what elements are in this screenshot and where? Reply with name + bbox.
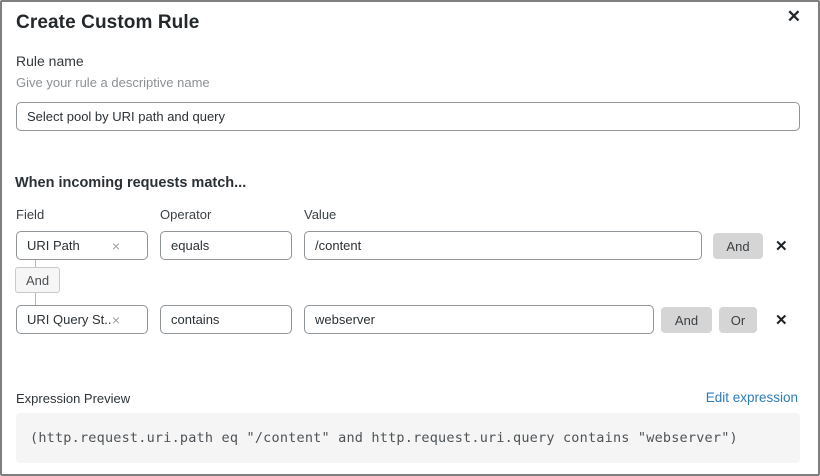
rule-name-label: Rule name xyxy=(16,53,84,69)
expression-preview-box: (http.request.uri.path eq "/content" and… xyxy=(16,413,800,463)
value-column-label: Value xyxy=(304,207,337,222)
delete-row-icon[interactable]: ✕ xyxy=(775,238,788,255)
rule-name-helper-text: Give your rule a descriptive name xyxy=(16,75,210,90)
field-column-label: Field xyxy=(16,207,45,222)
field-select-row2[interactable]: URI Query St... × xyxy=(16,305,148,334)
delete-row-icon[interactable]: ✕ xyxy=(775,312,788,329)
connector-and-chip[interactable]: And xyxy=(15,267,61,293)
operator-select-row2[interactable]: contains xyxy=(160,305,292,334)
close-icon[interactable]: ✕ xyxy=(786,7,801,26)
field-select-row1-value: URI Path xyxy=(27,238,80,253)
add-and-condition-button-row2[interactable]: And xyxy=(661,307,712,333)
edit-expression-link[interactable]: Edit expression xyxy=(705,390,798,405)
field-select-row1[interactable]: URI Path × xyxy=(16,231,148,260)
expression-code: (http.request.uri.path eq "/content" and… xyxy=(30,430,738,446)
operator-select-row2-value: contains xyxy=(171,312,220,327)
operator-select-row1-value: equals xyxy=(171,238,210,253)
clear-selection-icon[interactable]: × xyxy=(111,237,120,254)
operator-column-label: Operator xyxy=(160,207,212,222)
clear-selection-icon[interactable]: × xyxy=(111,311,120,328)
rule-name-input[interactable] xyxy=(16,102,800,131)
dialog-title: Create Custom Rule xyxy=(16,12,200,33)
value-input-row2[interactable] xyxy=(304,305,654,334)
match-heading: When incoming requests match... xyxy=(15,175,247,191)
operator-select-row1[interactable]: equals xyxy=(160,231,292,260)
add-or-condition-button-row2[interactable]: Or xyxy=(719,307,757,333)
field-select-row2-value: URI Query St... xyxy=(27,312,112,327)
add-and-condition-button-row1[interactable]: And xyxy=(713,233,763,259)
value-input-row1[interactable] xyxy=(304,231,702,260)
expression-preview-label: Expression Preview xyxy=(16,391,131,406)
